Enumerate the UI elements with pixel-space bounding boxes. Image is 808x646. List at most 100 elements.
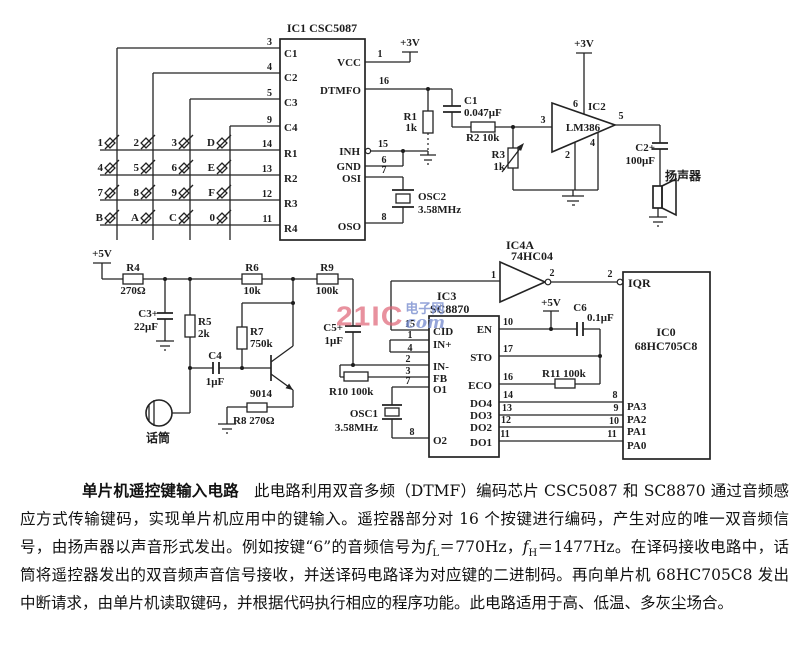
right-1-label: DTMFO: [320, 85, 361, 97]
num-16-label: 16: [503, 372, 513, 383]
num-16-label: 16: [379, 76, 389, 87]
key-3-label: D: [207, 137, 215, 149]
ic0-irq-label: IQR: [628, 276, 651, 290]
right-3-label: GND: [337, 161, 362, 173]
key-switch-icon: [216, 184, 232, 200]
crystal-osc1: [382, 404, 402, 420]
right-4-label: OSI: [342, 173, 361, 185]
key-12-label: B: [96, 212, 104, 224]
parts-c6-label: C6: [573, 302, 587, 314]
parts-c4v-label: 1μF: [206, 376, 225, 388]
key-switch-icon: [104, 159, 120, 175]
num-14-label: 14: [503, 390, 513, 401]
num-2-label: 2: [406, 354, 411, 365]
left-6-label: R3: [284, 198, 298, 210]
num-1-label: 1: [491, 270, 496, 281]
wires: [93, 47, 661, 442]
key-switch-icon: [178, 209, 194, 225]
key-15-label: 0: [210, 212, 216, 224]
num-5-label: 5: [267, 88, 272, 99]
caption: 单片机遥控键输入电路此电路利用双音多频（DTMF）编码芯片 CSC5087 和 …: [20, 477, 789, 617]
ic0-name-label: IC0: [656, 325, 675, 339]
num-3-label: 3: [406, 366, 411, 377]
right-2-label: ECO: [468, 380, 492, 392]
left-5-label: R2: [284, 173, 298, 185]
power-p5v-label: +5V: [92, 248, 112, 260]
parts-c1v-label: 0.047μF: [464, 107, 502, 119]
parts-r6v-label: 10k: [243, 285, 261, 297]
power-p5v-label: +5V: [541, 297, 561, 309]
ports-3-label: PA0: [627, 440, 647, 452]
num-11-label: 11: [607, 429, 616, 440]
key-8-label: 7: [98, 187, 104, 199]
parts-r11-label: R11 100k: [542, 368, 587, 380]
parts-c4-label: C4: [208, 350, 222, 362]
key-9-label: 8: [134, 187, 140, 199]
num-10-label: 10: [503, 317, 513, 328]
num-8-label: 8: [613, 390, 618, 401]
key-14-label: C: [169, 212, 177, 224]
parts-r1v-label: 1k: [405, 122, 418, 134]
key-1-label: 2: [134, 137, 140, 149]
junction-dots: [163, 87, 602, 370]
num-15-label: 15: [378, 139, 388, 150]
right-1-label: STO: [470, 352, 492, 364]
power-p3v-label: +3V: [574, 38, 594, 50]
key-11-label: F: [208, 187, 215, 199]
caption-seg3: ＝1477Hz。在译码接收电路中，话筒将遥控器发出的双音频声音信号接收，并送译码…: [20, 538, 789, 612]
key-switch-icon: [178, 184, 194, 200]
ic2-name-label: IC2: [588, 101, 606, 113]
parts-mic-label: 话筒: [146, 430, 170, 445]
trimmer-arrow: [501, 143, 524, 173]
num-6-label: 6: [382, 155, 387, 166]
num-4-label: 4: [267, 62, 272, 73]
key-4-label: 4: [98, 162, 104, 174]
key-switch-icon: [104, 134, 120, 150]
num-12-label: 12: [501, 415, 511, 426]
parts-c6v-label: 0.1μF: [587, 312, 614, 324]
num-12-label: 12: [262, 189, 272, 200]
ic1-box: [279, 38, 366, 241]
ic3-chip-label: SC8870: [430, 302, 469, 316]
parts-r2-label: R2 10k: [466, 132, 500, 144]
key-switch-icon: [104, 209, 120, 225]
key-5-label: 5: [134, 162, 140, 174]
ground-symbols: [156, 154, 667, 434]
num-9-label: 9: [267, 115, 272, 126]
key-6-label: 6: [172, 162, 178, 174]
right-6-label: DO1: [470, 437, 492, 449]
parts-osc2-label: OSC2: [418, 191, 447, 203]
key-10-label: 9: [172, 187, 178, 199]
left-3-label: C4: [284, 122, 298, 134]
parts-r5-label: R5: [198, 316, 212, 328]
crystal-osc2: [392, 189, 414, 208]
left-2-label: C3: [284, 97, 298, 109]
right-0-label: VCC: [337, 57, 361, 69]
caption-title: 单片机遥控键输入电路: [82, 481, 239, 500]
num-17-label: 17: [503, 344, 513, 355]
parts-c2-label: C2+: [635, 142, 655, 154]
parts-osc1-label: OSC1: [350, 408, 378, 420]
inverter-output-bubble: [544, 278, 552, 286]
num-6-label: 6: [573, 99, 578, 110]
num-1-label: 1: [408, 330, 413, 341]
ic2-chip-label: LM386: [566, 122, 601, 134]
parts-r3v-label: 1k: [493, 161, 506, 173]
f-high-sub: H: [528, 548, 538, 560]
parts-speaker-label: 扬声器: [665, 168, 702, 183]
parts-r6-label: R6: [245, 262, 259, 274]
key-switch-icon: [140, 134, 156, 150]
parts-r4-label: R4: [126, 262, 140, 274]
caption-seg2: ＝770Hz，: [439, 538, 523, 556]
parts-r7v-label: 750k: [250, 338, 274, 350]
parts-osc2v-label: 3.58MHz: [418, 204, 461, 216]
left-4-label: R1: [284, 148, 297, 160]
key-switch-icon: [216, 209, 232, 225]
parts-r5v-label: 2k: [198, 328, 211, 340]
num-2-label: 2: [608, 269, 613, 280]
num-7-label: 7: [406, 376, 411, 387]
num-7-label: 7: [382, 165, 387, 176]
parts-c5v-label: 1μF: [325, 335, 344, 347]
key-switch-icon: [178, 134, 194, 150]
